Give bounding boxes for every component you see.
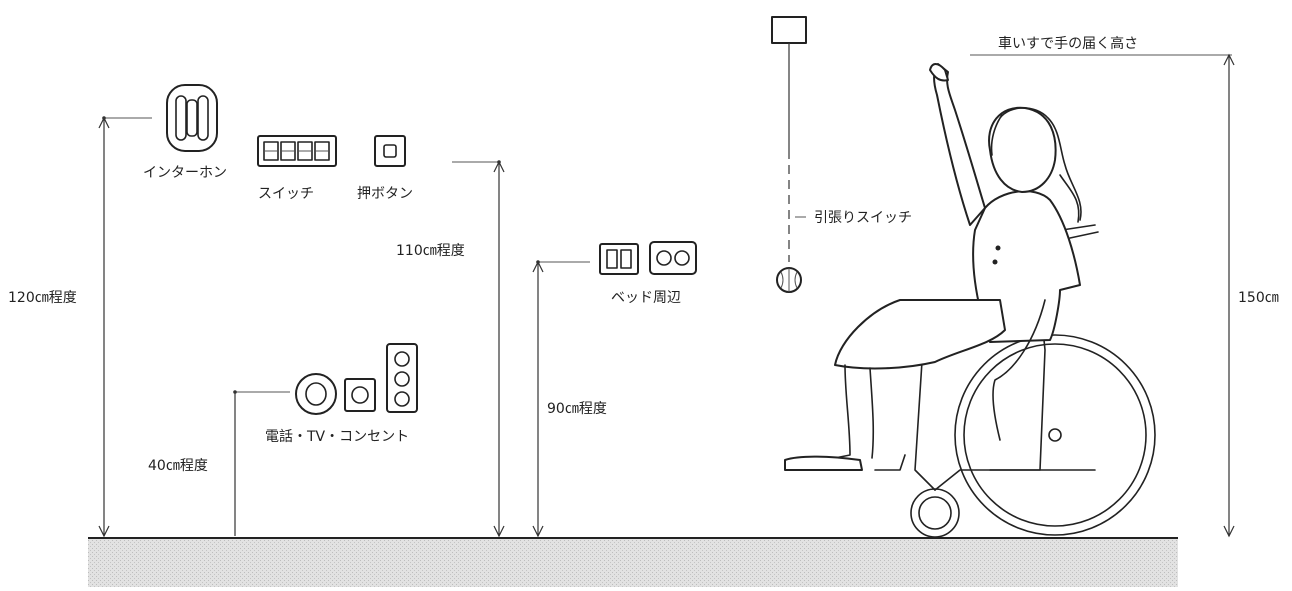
bedside-outlet-icon: [649, 241, 697, 275]
bedside-label: ベッド周辺: [611, 290, 681, 306]
switch-panel-icon: [257, 135, 337, 167]
outlet-icon: [386, 343, 418, 413]
dimension-120: [98, 116, 152, 538]
height-150-label: 150㎝: [1238, 290, 1279, 306]
switch-label: スイッチ: [258, 186, 314, 202]
intercom-icon: [166, 84, 218, 152]
dimension-110: [452, 160, 505, 538]
floor: [88, 537, 1178, 587]
dimension-90: [532, 260, 590, 538]
bedside-switch-icon: [599, 243, 639, 275]
dimension-150: [970, 53, 1235, 538]
wheelchair-user-illustration: [784, 63, 1156, 538]
height-40-label: 40㎝程度: [148, 458, 208, 474]
tv-jack-icon: [344, 378, 376, 412]
intercom-label: インターホン: [143, 165, 227, 181]
push-button-label: 押ボタン: [357, 186, 413, 202]
height-120-label: 120㎝程度: [8, 290, 77, 306]
push-button-icon: [374, 135, 406, 167]
pull-switch-icon: [771, 16, 807, 293]
phone-jack-icon: [295, 373, 337, 415]
dimension-40: [233, 390, 290, 536]
phone-tv-outlet-label: 電話・TV・コンセント: [265, 428, 409, 445]
height-90-label: 90㎝程度: [547, 401, 607, 417]
height-110-label: 110㎝程度: [396, 243, 465, 259]
pull-switch-label: 引張りスイッチ: [814, 210, 912, 226]
wheelchair-reach-label: 車いすで手の届く高さ: [998, 35, 1138, 52]
